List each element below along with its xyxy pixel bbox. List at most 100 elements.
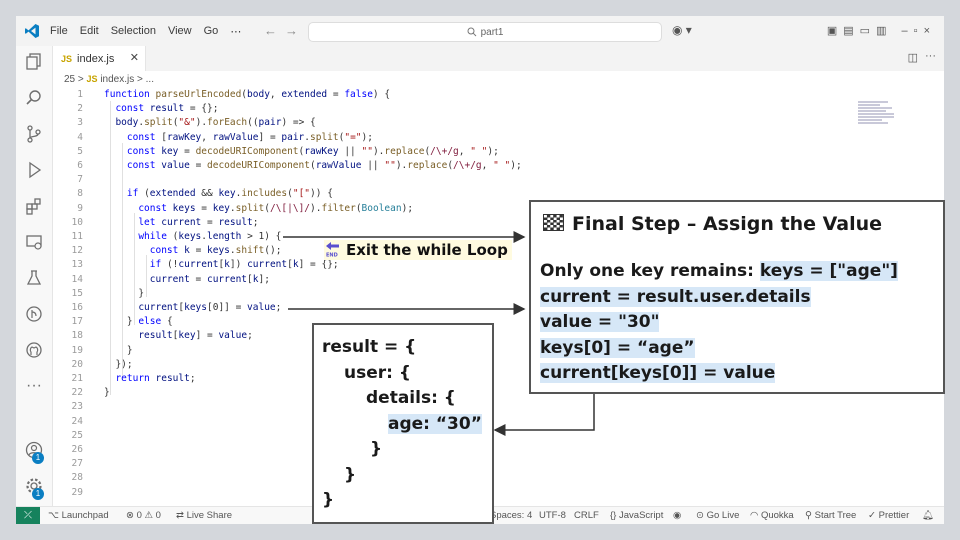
- line-text: let current = result;: [138, 216, 259, 228]
- forward-arrow-icon[interactable]: →: [285, 23, 306, 38]
- menu-go[interactable]: Go: [203, 25, 219, 37]
- code-line[interactable]: 17 } else {: [53, 315, 553, 329]
- back-arrow-icon[interactable]: ←: [264, 23, 285, 38]
- breadcrumb-tail: > ...: [137, 74, 154, 85]
- minimap[interactable]: [858, 101, 894, 131]
- status-prettier[interactable]: ✓ Prettier: [868, 510, 910, 521]
- breadcrumb-folder[interactable]: 25: [64, 74, 76, 85]
- code-line[interactable]: 25: [53, 429, 553, 443]
- code-line[interactable]: 2 const result = {};: [53, 102, 553, 116]
- code-line[interactable]: 7: [53, 173, 553, 187]
- code-line[interactable]: 12 const k = keys.shift();: [53, 244, 553, 258]
- final-step-value: value = "30": [540, 312, 660, 332]
- status-problems[interactable]: ⊗ 0 ⚠ 0: [126, 510, 161, 521]
- status-launchpad[interactable]: ⌥ Launchpad: [48, 510, 109, 521]
- code-line[interactable]: 19 }: [53, 344, 553, 358]
- toggle-sidebar-icon[interactable]: ▤: [843, 25, 860, 37]
- code-line[interactable]: 15 }: [53, 287, 553, 301]
- line-number: 12: [71, 245, 83, 257]
- code-line[interactable]: 21 return result;: [53, 372, 553, 386]
- status-liveshare[interactable]: ⇄ Live Share: [176, 510, 233, 521]
- run-debug-icon[interactable]: [24, 160, 44, 180]
- search-view-icon[interactable]: [24, 88, 44, 108]
- code-line[interactable]: 11 while (keys.length > 1) {: [53, 230, 553, 244]
- close-tab-icon[interactable]: ✕: [129, 52, 139, 64]
- toggle-secondary-icon[interactable]: ▥: [876, 25, 893, 37]
- code-line[interactable]: 4 const [rawKey, rawValue] = pair.split(…: [53, 131, 553, 145]
- indent-guide: [110, 101, 111, 395]
- restore-icon[interactable]: ▫: [913, 25, 924, 37]
- copilot-icon[interactable]: ◉ ▾: [672, 23, 692, 37]
- code-line[interactable]: 14 current = current[k];: [53, 273, 553, 287]
- status-spaces[interactable]: Spaces: 4: [490, 510, 533, 521]
- code-line[interactable]: 24: [53, 415, 553, 429]
- status-quokka[interactable]: ◠ Quokka: [750, 510, 794, 521]
- code-line[interactable]: 29: [53, 486, 553, 500]
- js-file-icon: JS: [61, 53, 73, 64]
- menu-more[interactable]: ⋯: [230, 25, 242, 38]
- github-icon[interactable]: [24, 340, 44, 360]
- status-eol[interactable]: CRLF: [574, 510, 599, 521]
- line-text: }: [104, 287, 145, 299]
- status-encoding[interactable]: UTF-8: [539, 510, 566, 521]
- code-line[interactable]: 8 if (extended && key.includes("[")) {: [53, 187, 553, 201]
- checkered-flag-icon: [543, 214, 564, 231]
- final-step-line-1: Only one key remains: keys = ["age"]: [540, 259, 898, 285]
- code-line[interactable]: 16 current[keys[0]] = value;: [53, 301, 553, 315]
- code-line[interactable]: 6 const value = decodeURIComponent(rawVa…: [53, 159, 553, 173]
- starttree-label: Start Tree: [814, 510, 857, 521]
- line-text: function parseUrlEncoded(body, extended …: [104, 89, 391, 100]
- remote-explorer-icon[interactable]: [24, 232, 44, 252]
- menu-selection[interactable]: Selection: [110, 25, 156, 37]
- editor-more-icon[interactable]: ···: [925, 50, 936, 62]
- code-line[interactable]: 20 });: [53, 358, 553, 372]
- code-line[interactable]: 22}: [53, 386, 553, 400]
- git-graph-icon[interactable]: [24, 304, 44, 324]
- indent-guide: [146, 255, 147, 297]
- toggle-panel-icon[interactable]: ▭: [859, 25, 877, 37]
- minimize-icon[interactable]: –: [901, 25, 914, 37]
- source-control-icon[interactable]: [24, 124, 44, 144]
- end-icon: END: [324, 241, 342, 259]
- extensions-icon[interactable]: [24, 196, 44, 216]
- code-line[interactable]: 10 let current = result;: [53, 216, 553, 230]
- code-line[interactable]: 13 if (!current[k]) current[k] = {};: [53, 258, 553, 272]
- code-line[interactable]: 18 result[key] = value;: [53, 329, 553, 343]
- code-line[interactable]: 23: [53, 400, 553, 414]
- code-line[interactable]: 28: [53, 471, 553, 485]
- menu-view[interactable]: View: [167, 25, 192, 37]
- code-line[interactable]: 3 body.split("&").forEach((pair) => {: [53, 116, 553, 130]
- result-object-callout: result = { user: { details: { age: “30” …: [312, 323, 494, 524]
- command-search[interactable]: part1: [308, 22, 662, 42]
- testing-icon[interactable]: [24, 268, 44, 288]
- tab-index-js[interactable]: JS index.js ✕: [53, 46, 146, 71]
- status-golive[interactable]: ⊙ Go Live: [696, 510, 740, 521]
- nav-arrows[interactable]: ←→: [264, 23, 306, 38]
- status-starttree[interactable]: ⚲ Start Tree: [805, 510, 857, 521]
- code-line[interactable]: 9 const keys = key.split(/\[|\]/).filter…: [53, 202, 553, 216]
- layout-icon[interactable]: ▣: [826, 25, 844, 37]
- window-controls[interactable]: ▣▤▭▥ –▫×: [827, 24, 936, 37]
- status-language[interactable]: {} JavaScript: [610, 510, 664, 521]
- notifications-bell-icon[interactable]: 🔔︎: [922, 510, 935, 521]
- result-line-5: }: [370, 439, 383, 459]
- final-step-lead: Only one key remains:: [540, 261, 754, 281]
- copilot-status-icon[interactable]: ◉: [673, 510, 682, 521]
- line-text: const value = decodeURIComponent(rawValu…: [126, 160, 522, 171]
- line-number: 27: [71, 458, 83, 470]
- code-line[interactable]: 27: [53, 457, 553, 471]
- breadcrumb-file[interactable]: index.js: [100, 74, 135, 85]
- more-views-icon[interactable]: ···: [26, 377, 42, 394]
- menu-file[interactable]: File: [50, 25, 68, 37]
- close-window-icon[interactable]: ×: [923, 25, 936, 37]
- remote-indicator-icon[interactable]: ⤫: [16, 507, 40, 524]
- menu-edit[interactable]: Edit: [79, 25, 99, 37]
- code-line[interactable]: 5 const key = decodeURIComponent(rawKey …: [53, 145, 553, 159]
- final-step-keys: keys = ["age"]: [759, 261, 898, 281]
- code-line[interactable]: 26: [53, 443, 553, 457]
- split-editor-icon[interactable]: ◫: [907, 52, 918, 64]
- explorer-icon[interactable]: [24, 52, 44, 72]
- line-number: 23: [71, 401, 83, 413]
